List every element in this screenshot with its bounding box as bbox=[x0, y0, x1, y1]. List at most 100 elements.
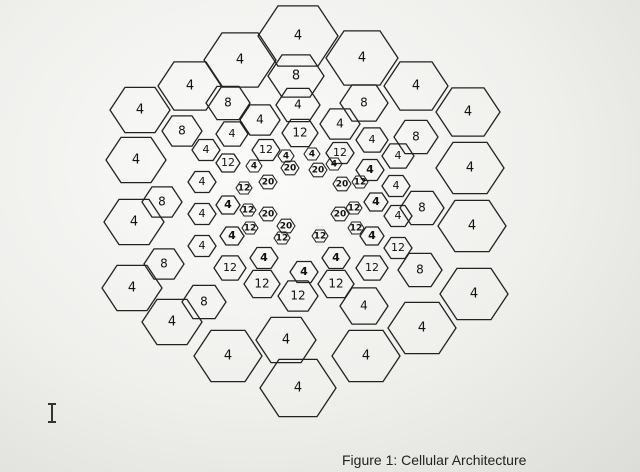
cell-label: 12 bbox=[242, 206, 255, 216]
cell-hexagon bbox=[205, 85, 251, 121]
cell-62: 4 bbox=[303, 147, 321, 161]
cell-29: 4 bbox=[339, 287, 389, 325]
cell-39: 4 bbox=[381, 174, 411, 198]
cell-label: 4 bbox=[395, 149, 402, 162]
cell-hexagon bbox=[339, 287, 389, 325]
cell-25: 8 bbox=[399, 190, 445, 226]
cell-label: 4 bbox=[256, 113, 264, 127]
cell-48: 12 bbox=[277, 280, 319, 312]
cell-4: 4 bbox=[157, 61, 223, 111]
cell-40: 4 bbox=[187, 202, 217, 226]
cell-59: 4 bbox=[321, 246, 351, 270]
cell-hexagon bbox=[319, 108, 361, 140]
cell-hexagon bbox=[215, 195, 241, 215]
cell-49: 12 bbox=[281, 118, 319, 148]
cell-hexagon bbox=[381, 174, 411, 198]
cell-label: 20 bbox=[284, 164, 297, 174]
cell-label: 4 bbox=[360, 299, 368, 313]
cell-28: 8 bbox=[181, 284, 227, 320]
cell-30: 4 bbox=[255, 316, 317, 364]
cell-hexagon bbox=[397, 252, 443, 288]
cell-hexagon bbox=[273, 231, 291, 245]
cell-36: 4 bbox=[191, 138, 221, 162]
cell-label: 8 bbox=[160, 257, 168, 271]
cell-hexagon bbox=[325, 30, 399, 86]
cell-hexagon bbox=[187, 202, 217, 226]
cell-hexagon bbox=[439, 267, 509, 321]
cell-hexagon bbox=[141, 186, 183, 218]
cell-66: 12 bbox=[351, 175, 369, 189]
cell-hexagon bbox=[239, 203, 257, 217]
cell-label: 4 bbox=[186, 79, 194, 94]
cell-70: 12 bbox=[347, 221, 365, 235]
cell-73: 20 bbox=[280, 160, 300, 176]
cell-32: 4 bbox=[239, 104, 281, 136]
cell-hexagon bbox=[241, 221, 259, 235]
cell-hexagon bbox=[325, 157, 343, 171]
cell-hexagon bbox=[303, 147, 321, 161]
cell-47: 12 bbox=[317, 269, 355, 299]
cell-label: 8 bbox=[224, 96, 232, 110]
cell-hexagon bbox=[219, 226, 245, 246]
cell-41: 4 bbox=[383, 204, 413, 228]
cell-label: 4 bbox=[199, 207, 206, 220]
cell-label: 4 bbox=[366, 163, 374, 176]
cell-hexagon bbox=[235, 181, 253, 195]
cell-56: 4 bbox=[219, 226, 245, 246]
cell-label: 12 bbox=[223, 261, 237, 274]
cell-hexagon bbox=[359, 226, 385, 246]
cell-label: 20 bbox=[280, 222, 293, 232]
cell-label: 4 bbox=[336, 117, 344, 131]
cell-label: 20 bbox=[334, 210, 347, 220]
cell-label: 4 bbox=[470, 287, 478, 302]
cell-7: 4 bbox=[435, 87, 501, 137]
cell-69: 12 bbox=[241, 221, 259, 235]
cell-label: 4 bbox=[251, 162, 257, 172]
cell-hexagon bbox=[213, 255, 247, 281]
cell-5: 4 bbox=[383, 61, 449, 111]
cell-38: 4 bbox=[187, 170, 217, 194]
cell-hexagon bbox=[311, 229, 329, 243]
cell-hexagon bbox=[351, 175, 369, 189]
cell-71: 12 bbox=[273, 231, 291, 245]
cell-hexagon bbox=[109, 86, 171, 134]
cell-label: 4 bbox=[300, 265, 308, 278]
cell-label: 12 bbox=[290, 289, 305, 303]
cell-label: 12 bbox=[328, 277, 343, 291]
cell-hexagon bbox=[280, 160, 300, 176]
cell-hexagon bbox=[245, 159, 263, 173]
cell-label: 4 bbox=[199, 175, 206, 188]
cell-hexagon bbox=[187, 234, 217, 258]
cell-45: 12 bbox=[355, 255, 389, 281]
cell-46: 12 bbox=[243, 269, 281, 299]
cell-53: 4 bbox=[355, 158, 385, 182]
cell-hexagon bbox=[363, 192, 389, 212]
cell-44: 12 bbox=[213, 255, 247, 281]
cell-79: 20 bbox=[276, 218, 296, 234]
cell-label: 12 bbox=[365, 261, 379, 274]
cell-label: 4 bbox=[418, 321, 426, 336]
cell-label: 12 bbox=[314, 232, 327, 242]
cell-label: 4 bbox=[331, 160, 337, 170]
cell-51: 12 bbox=[325, 141, 355, 165]
cell-hexagon bbox=[383, 204, 413, 228]
cell-hexagon bbox=[191, 138, 221, 162]
cell-label: 4 bbox=[228, 229, 236, 242]
cell-label: 4 bbox=[294, 381, 302, 396]
cell-label: 20 bbox=[312, 166, 325, 176]
cell-hexagon bbox=[239, 104, 281, 136]
cell-label: 12 bbox=[348, 204, 361, 214]
cell-hexagon bbox=[437, 199, 507, 253]
cell-34: 4 bbox=[215, 121, 249, 147]
cell-label: 8 bbox=[292, 69, 300, 84]
cell-58: 4 bbox=[249, 246, 279, 270]
cell-hexagon bbox=[289, 260, 319, 284]
cell-label: 4 bbox=[128, 281, 136, 296]
cell-label: 4 bbox=[132, 153, 140, 168]
cell-label: 4 bbox=[309, 150, 315, 160]
cell-label: 20 bbox=[262, 210, 275, 220]
cell-label: 4 bbox=[466, 161, 474, 176]
cell-hexagon bbox=[330, 206, 350, 222]
cell-hexagon bbox=[105, 136, 167, 184]
cell-label: 4 bbox=[464, 105, 472, 120]
